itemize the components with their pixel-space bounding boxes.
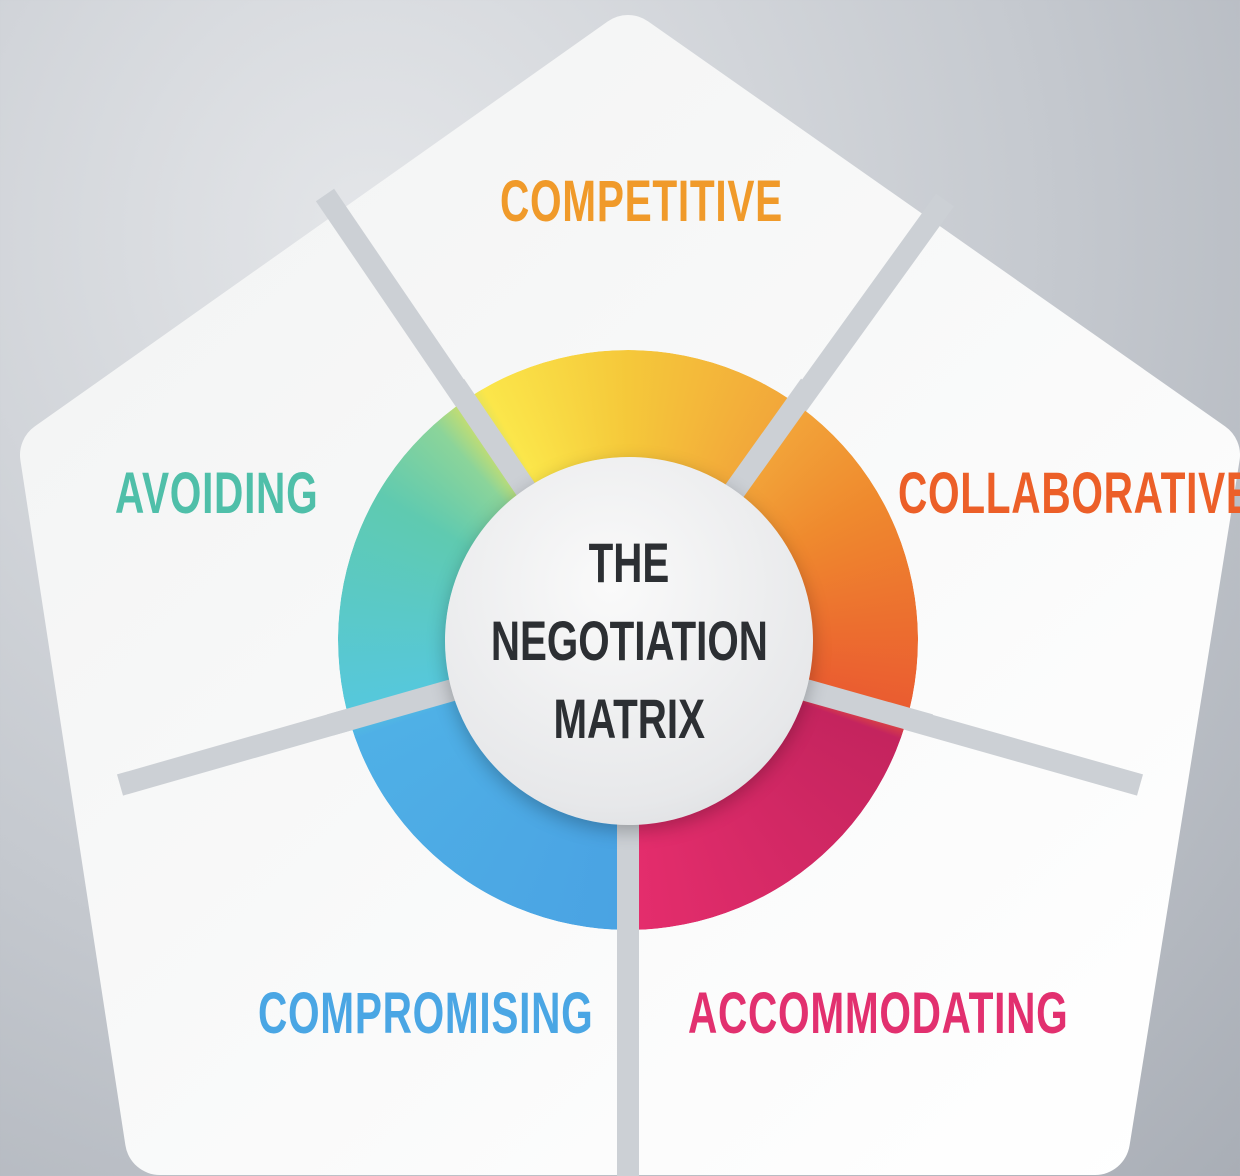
segment-label-collaborative: COLLABORATIVE bbox=[898, 461, 1240, 526]
center-title: THE NEGOTIATION MATRIX bbox=[445, 457, 813, 825]
segment-label-avoiding: AVOIDING bbox=[115, 461, 319, 526]
segment-label-accommodating: ACCOMMODATING bbox=[688, 981, 1069, 1046]
segment-label-compromising: COMPROMISING bbox=[258, 981, 594, 1046]
segment-label-competitive: COMPETITIVE bbox=[500, 169, 783, 234]
center-line-1: THE bbox=[588, 531, 670, 594]
center-line-3: MATRIX bbox=[553, 687, 705, 750]
center-line-2: NEGOTIATION bbox=[490, 609, 768, 672]
